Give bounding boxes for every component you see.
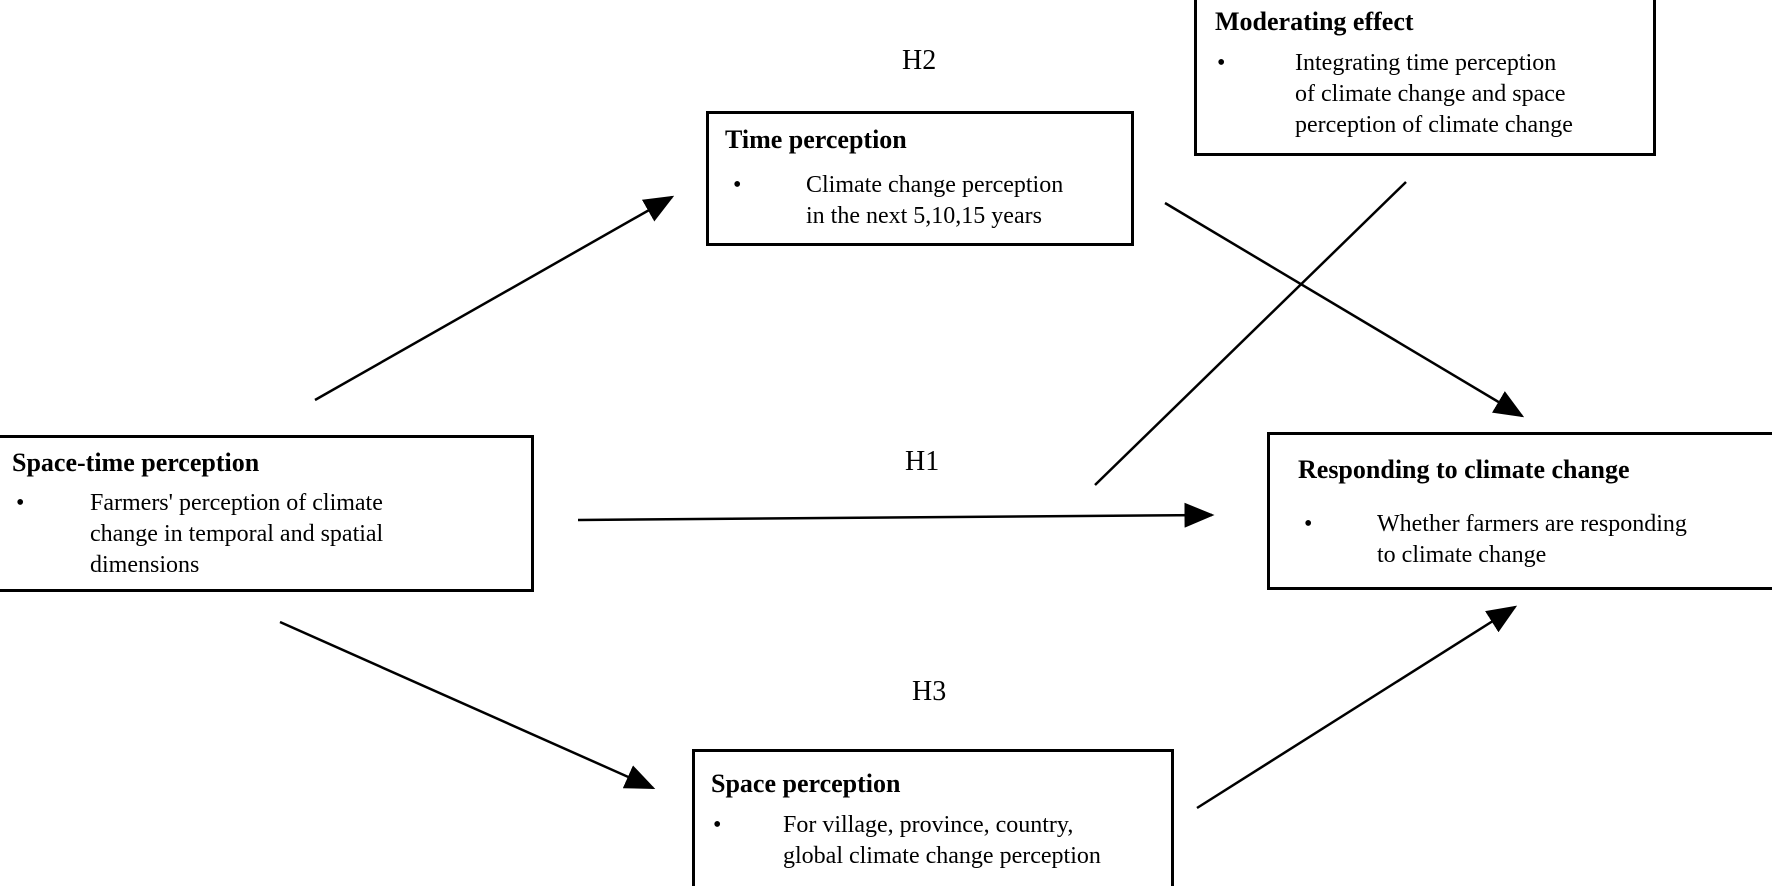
- moderating-effect-text-line: of climate change and space: [1295, 81, 1566, 107]
- arrow-spacetime-to-responding: [577, 502, 1215, 528]
- arrow-spacetime-to-time: [314, 195, 675, 402]
- responding-text-line: Whether farmers are responding: [1377, 511, 1687, 537]
- responding-text-line: to climate change: [1377, 542, 1547, 568]
- space-time-perception-text-line: Farmers' perception of climate: [90, 490, 383, 516]
- time-perception-text-line: in the next 5,10,15 years: [806, 203, 1042, 229]
- space-time-perception-bullet: •: [16, 490, 25, 516]
- space-perception-title: Space perception: [711, 769, 901, 798]
- space-time-perception-text-line: change in temporal and spatial: [90, 521, 384, 547]
- moderating-effect-text: Integrating time perception of climate c…: [1295, 48, 1573, 141]
- time-perception-title: Time perception: [725, 125, 907, 154]
- moderating-line: [1094, 181, 1407, 486]
- responding-title: Responding to climate change: [1298, 455, 1630, 484]
- space-perception-box: Space perception • For village, province…: [692, 749, 1174, 886]
- moderating-effect-box: Moderating effect • Integrating time per…: [1194, 0, 1656, 156]
- hypothesis-label-h3: H3: [912, 676, 947, 707]
- responding-text: Whether farmers are responding to climat…: [1377, 509, 1687, 571]
- arrow-spacetime-to-space: [279, 620, 656, 790]
- space-perception-bullet: •: [713, 812, 722, 838]
- responding-bullet: •: [1304, 511, 1313, 537]
- space-time-perception-text: Farmers' perception of climate change in…: [90, 488, 383, 581]
- time-perception-bullet: •: [733, 172, 742, 198]
- space-time-perception-box: Space-time perception • Farmers' percept…: [0, 435, 534, 592]
- time-perception-box: Time perception • Climate change percept…: [706, 111, 1134, 246]
- arrow-time-to-responding: [1164, 201, 1525, 418]
- moderating-effect-text-line: perception of climate change: [1295, 112, 1573, 138]
- moderating-effect-title: Moderating effect: [1215, 7, 1414, 36]
- space-perception-text-line: For village, province, country,: [783, 812, 1074, 838]
- time-perception-text-line: Climate change perception: [806, 172, 1064, 198]
- time-perception-text: Climate change perception in the next 5,…: [806, 170, 1063, 232]
- space-time-perception-title: Space-time perception: [12, 448, 260, 477]
- space-perception-text: For village, province, country, global c…: [783, 810, 1101, 872]
- hypothesis-label-h2: H2: [902, 45, 937, 76]
- space-perception-text-line: global climate change perception: [783, 843, 1101, 869]
- responding-box: Responding to climate change • Whether f…: [1267, 432, 1772, 590]
- moderating-effect-bullet: •: [1217, 50, 1226, 76]
- arrow-space-to-responding: [1196, 605, 1518, 810]
- space-time-perception-text-line: dimensions: [90, 552, 200, 578]
- moderating-effect-text-line: Integrating time perception: [1295, 50, 1557, 76]
- hypothesis-label-h1: H1: [905, 446, 940, 477]
